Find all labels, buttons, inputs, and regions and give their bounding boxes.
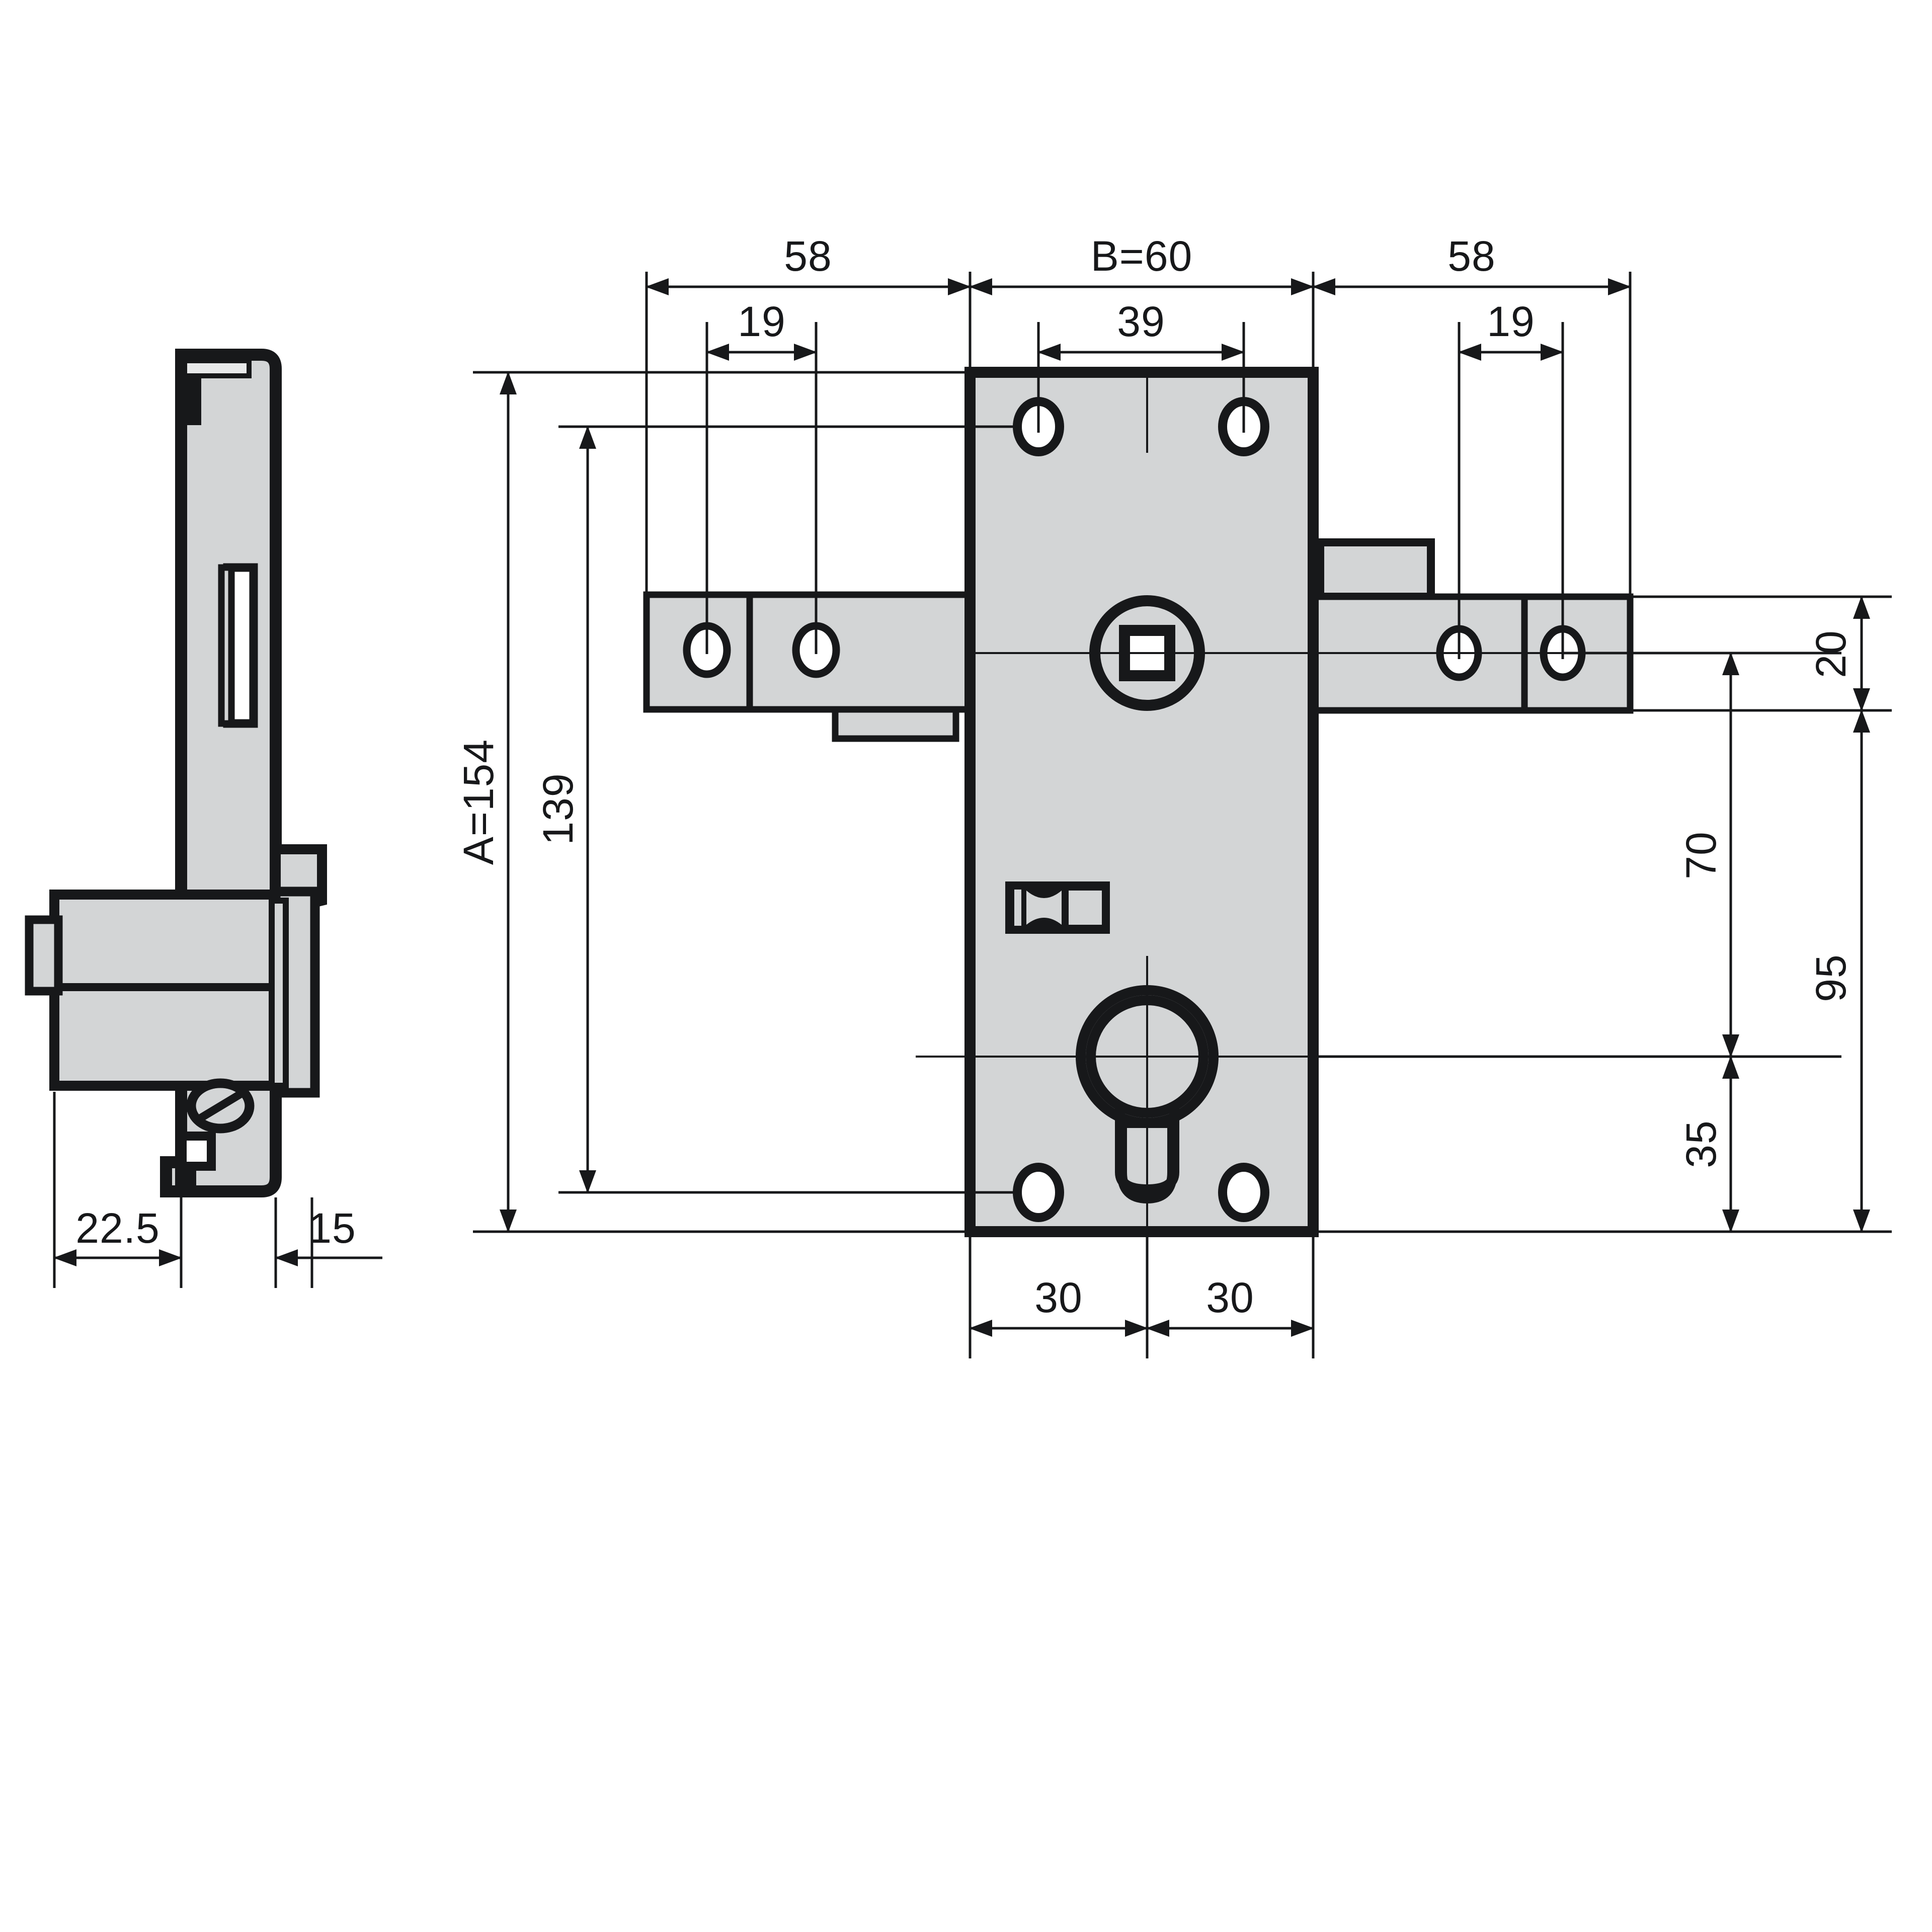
adjustment-screw — [186, 1078, 255, 1134]
dim-label-faceplate-thickness: 22.5 — [75, 1204, 160, 1252]
dim-label-case-thickness: 15 — [308, 1204, 356, 1252]
latch-indicator-window — [1005, 881, 1110, 934]
right-arm-top-nose — [1316, 538, 1435, 601]
dim-label-left-half-width: 30 — [1034, 1274, 1082, 1321]
dim-label-body-hole-pitch: 39 — [1117, 298, 1165, 345]
lock-case-body — [964, 367, 1319, 1237]
right-mounting-arm — [1310, 538, 1634, 714]
dim-label-fixing-hole-span: 139 — [534, 773, 582, 845]
forend-top-notch — [180, 358, 252, 425]
dim-label-follower-to-cylinder: 70 — [1677, 831, 1725, 879]
striker-slot-lip — [218, 564, 235, 727]
dim-label-body-width: B=60 — [1091, 232, 1193, 280]
fixing-hole-bottom-right — [1218, 1163, 1269, 1222]
dim-label-right-half-width: 30 — [1206, 1274, 1254, 1321]
dim-label-cylinder-to-bottom: 35 — [1677, 1120, 1725, 1168]
dim-label-arm-height: 20 — [1807, 630, 1855, 678]
dim-label-left-hole-pitch: 19 — [738, 298, 785, 345]
left-mounting-arm — [643, 591, 990, 742]
forend-top-slot — [187, 363, 247, 373]
front-face-view: 58 B=60 58 19 39 19 A=154 139 — [455, 232, 1892, 1358]
side-profile-view: 22.5 15 — [25, 349, 382, 1288]
left-arm-tab — [832, 706, 959, 742]
dim-label-right-span: 58 — [1447, 232, 1495, 280]
latch-window-bar — [1014, 890, 1021, 926]
dim-label-left-span: 58 — [784, 232, 832, 280]
latch-window-block — [1069, 891, 1102, 925]
dim-label-overall-height: A=154 — [455, 739, 502, 865]
dead-bolt-inner — [269, 898, 289, 1089]
lock-case-side — [25, 890, 281, 1091]
fixing-hole-bottom-left — [1013, 1163, 1064, 1222]
latch-window-cam — [1026, 891, 1062, 925]
dim-label-follower-to-bottom: 95 — [1807, 954, 1855, 1002]
case-left-tab — [25, 915, 63, 996]
dim-label-right-hole-pitch: 19 — [1487, 298, 1535, 345]
